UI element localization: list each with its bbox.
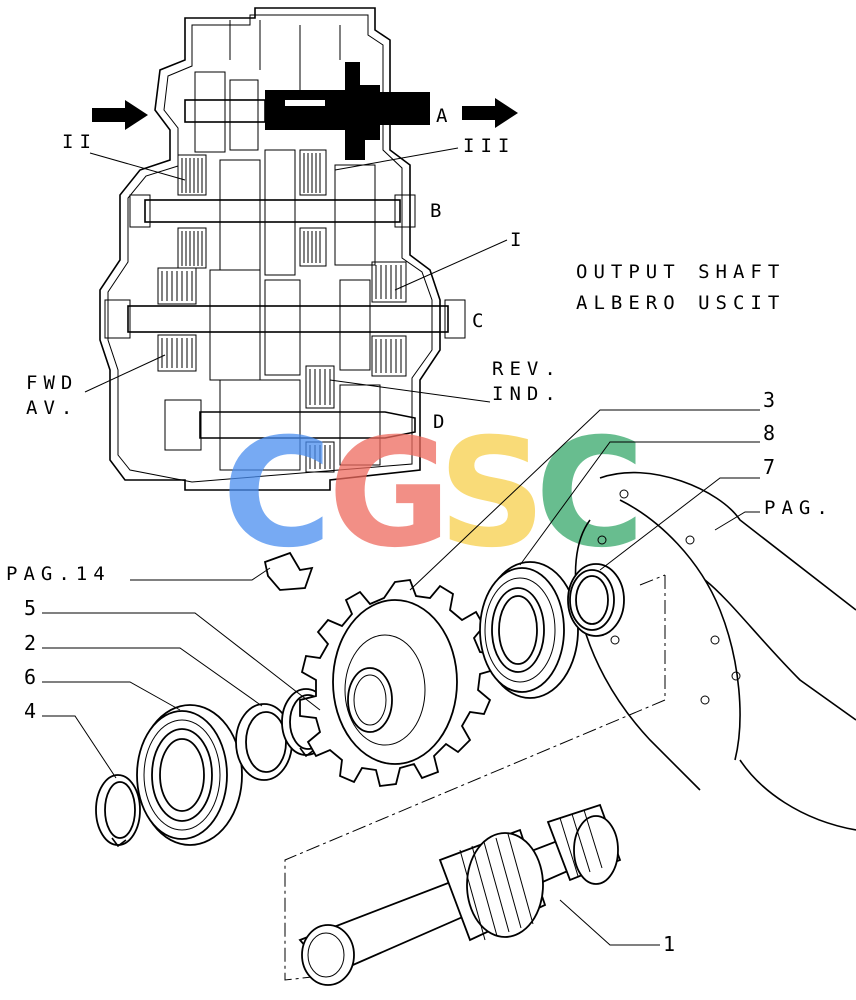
label-b: B — [430, 200, 447, 222]
label-rev: REV. — [492, 358, 562, 380]
housing-cover — [574, 471, 856, 831]
label-fwd: FWD — [26, 372, 78, 394]
part-2-spacer — [235, 703, 293, 781]
label-ii: II — [62, 131, 97, 153]
callout-1: 1 — [663, 932, 675, 956]
cgsc-watermark: C G S C — [222, 407, 645, 581]
callout-6: 6 — [24, 665, 36, 689]
gearbox-cross-section — [92, 7, 518, 491]
label-d: D — [433, 411, 450, 433]
label-c: C — [472, 310, 489, 332]
part-8-bearing — [479, 561, 579, 699]
callout-2: 2 — [24, 631, 36, 655]
page-ref-14: PAG.14 — [6, 563, 111, 585]
label-i: I — [510, 229, 527, 251]
callout-3: 3 — [763, 388, 775, 412]
watermark-letter-3: S — [438, 407, 546, 581]
label-a: A — [436, 105, 453, 127]
callout-leaders — [42, 409, 760, 946]
part-7-seal — [567, 563, 625, 637]
assembly-centerline — [284, 575, 666, 981]
label-iii: III — [463, 135, 515, 157]
part-4-snap-ring — [95, 774, 141, 848]
watermark-letter-2: G — [328, 407, 451, 581]
callout-7: 7 — [763, 455, 775, 479]
page-ref-pag: PAG. — [764, 497, 834, 519]
part-3-gear — [299, 579, 495, 787]
callout-8: 8 — [763, 421, 775, 445]
title-line-1: OUTPUT SHAFT — [576, 261, 785, 283]
title-line-2: ALBERO USCIT — [576, 292, 785, 314]
part-1-output-shaft — [298, 803, 622, 986]
part-6-bearing — [136, 704, 243, 846]
callout-5: 5 — [24, 596, 36, 620]
bracket-part — [263, 551, 314, 591]
label-ind: IND. — [492, 383, 562, 405]
label-av: AV. — [26, 397, 78, 419]
watermark-letter-1: C — [222, 407, 332, 581]
watermark-letter-4: C — [535, 407, 645, 581]
callout-4: 4 — [24, 699, 36, 723]
